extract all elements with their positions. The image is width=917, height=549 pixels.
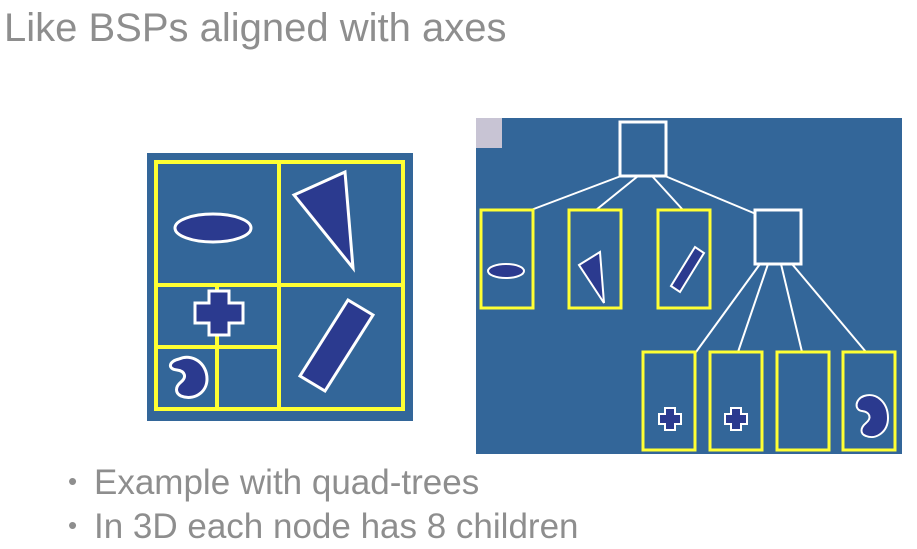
kidney-object bbox=[169, 355, 209, 399]
bullet-item: • Example with quad-trees bbox=[68, 460, 579, 504]
ellipse-object bbox=[173, 212, 253, 244]
edge-internal-leaf-kidney bbox=[791, 263, 867, 353]
leaf-kidney bbox=[841, 350, 897, 452]
leaf-ellipse-shape bbox=[487, 263, 525, 279]
edge-root-leaf-rectangle bbox=[651, 175, 684, 211]
leaf-cross-b bbox=[708, 350, 764, 452]
cross-object bbox=[193, 289, 245, 337]
edge-root-leaf-triangle bbox=[595, 175, 639, 211]
bullet-dot: • bbox=[68, 466, 78, 496]
leaf-triangle bbox=[567, 208, 623, 310]
leaf-triangle-shape bbox=[577, 250, 605, 304]
leaf-rectangle bbox=[656, 208, 712, 310]
root-node bbox=[618, 120, 668, 178]
leaf-empty bbox=[775, 350, 831, 452]
quadtree-tree-diagram bbox=[476, 118, 902, 454]
leaf-rectangle-shape bbox=[669, 245, 706, 294]
bullet-item: • In 3D each node has 8 children bbox=[68, 504, 579, 548]
triangle-object bbox=[291, 169, 355, 273]
edge-root-internal-node bbox=[664, 175, 757, 215]
rectangle-object bbox=[297, 297, 376, 394]
corner-square bbox=[476, 118, 502, 148]
leaf-cross-a bbox=[641, 350, 697, 452]
quadtree-partition-diagram bbox=[147, 153, 413, 421]
slide-title: Like BSPs aligned with axes bbox=[4, 6, 507, 50]
tree-panel bbox=[476, 118, 902, 454]
leaf-cross-a-shape bbox=[658, 407, 682, 431]
bullet-text: In 3D each node has 8 children bbox=[94, 507, 579, 546]
bullet-list: • Example with quad-trees • In 3D each nod… bbox=[68, 460, 579, 548]
internal-node bbox=[753, 208, 803, 266]
edge-root-leaf-ellipse bbox=[530, 175, 622, 211]
leaf-kidney-shape bbox=[855, 394, 890, 438]
leaf-cross-b-shape bbox=[724, 407, 748, 431]
bullet-dot: • bbox=[68, 510, 78, 540]
edge-internal-leaf-empty bbox=[780, 263, 803, 353]
bullet-text: Example with quad-trees bbox=[94, 463, 480, 502]
edge-internal-leaf-cross-b bbox=[737, 263, 769, 353]
leaf-ellipse bbox=[479, 208, 535, 310]
edge-internal-leaf-cross-a bbox=[695, 263, 761, 353]
